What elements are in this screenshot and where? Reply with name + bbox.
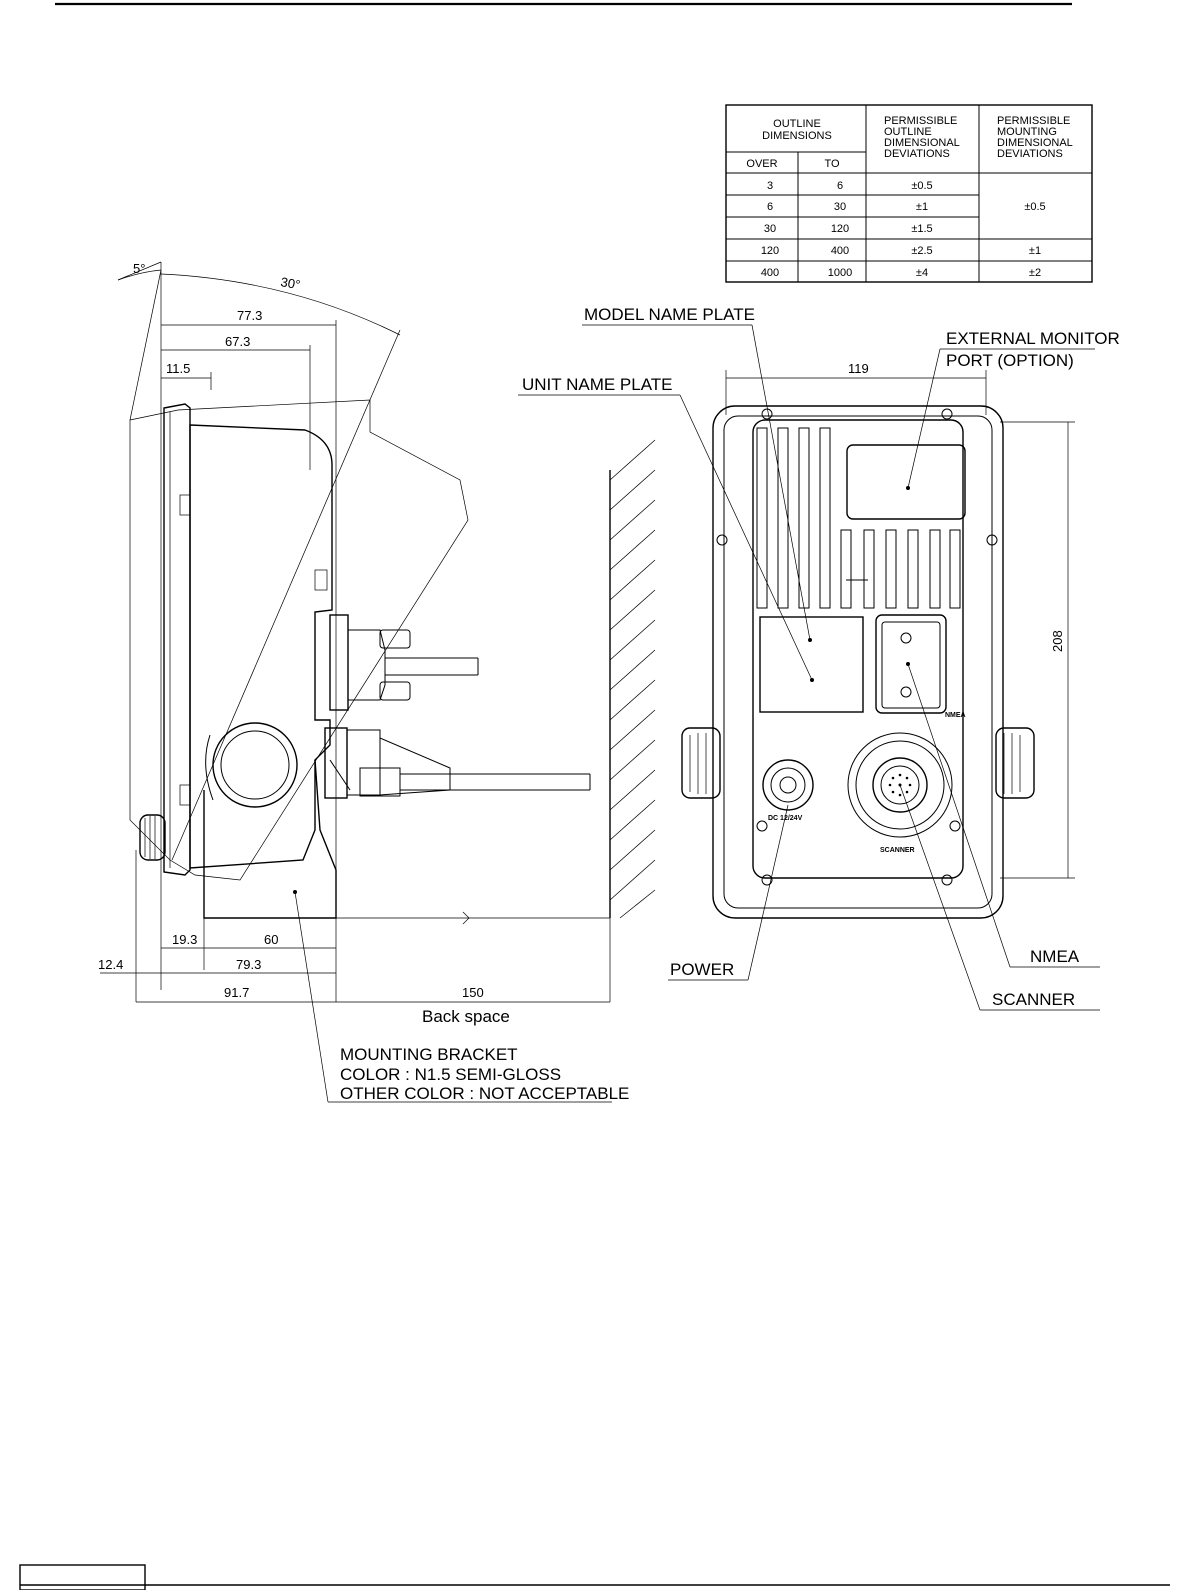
tbl-r5-to: 1000 xyxy=(828,267,852,279)
tbl-r3-over: 30 xyxy=(764,223,776,235)
tbl-r1-over: 3 xyxy=(767,180,773,192)
rear-housing-inner xyxy=(752,419,964,879)
tbl-row-3: 30 120 ±1.5 xyxy=(764,223,933,235)
tbl-mdev-h4: DEVIATIONS xyxy=(997,148,1063,160)
bracket-knob xyxy=(212,722,298,808)
external-monitor-port xyxy=(846,444,966,520)
tbl-r5-over: 400 xyxy=(761,267,779,279)
dim-67-3: 67.3 xyxy=(225,334,250,349)
tbl-mdev-r5: ±2 xyxy=(1029,267,1041,279)
tbl-row-2: 6 30 ±1 xyxy=(767,201,928,213)
bracket-note-3: OTHER COLOR : NOT ACCEPTABLE xyxy=(340,1084,629,1103)
unit-name-plate-label: UNIT NAME PLATE xyxy=(522,375,673,394)
tbl-mdev-r4: ±1 xyxy=(1029,245,1041,257)
tbl-outline-h2: DIMENSIONS xyxy=(762,130,832,142)
rear-housing-outer xyxy=(712,405,1004,919)
external-monitor-label-1: EXTERNAL MONITOR xyxy=(946,329,1120,348)
wall-hatching xyxy=(609,439,656,919)
tolerance-table: OUTLINE DIMENSIONS OVER TO PERMISSIBLE O… xyxy=(725,104,1093,283)
tbl-mdev-merged: ±0.5 xyxy=(1024,201,1045,213)
rear-view: 119 208 xyxy=(518,305,1120,1011)
unit-name-plate xyxy=(759,616,864,713)
scanner-connector xyxy=(847,732,953,838)
side-view: 5° 30° 77.3 67.3 11.5 xyxy=(98,261,656,1103)
tbl-odev-h4: DEVIATIONS xyxy=(884,148,950,160)
tbl-row-1: 3 6 ±0.5 xyxy=(767,180,933,192)
tbl-r1-odev: ±0.5 xyxy=(911,180,932,192)
nmea-small-label: NMEA xyxy=(945,712,966,719)
tbl-mdev-h3: DIMENSIONAL xyxy=(997,137,1073,149)
knob xyxy=(139,814,166,861)
housing-screws xyxy=(716,408,998,886)
tbl-over-h: OVER xyxy=(746,158,777,170)
dim-208: 208 xyxy=(1050,630,1065,652)
model-name-plate-label: MODEL NAME PLATE xyxy=(584,305,755,324)
angle-30-label: 30° xyxy=(279,274,301,292)
tbl-odev-h2: OUTLINE xyxy=(884,126,932,138)
tbl-row-4: 120 400 ±2.5 xyxy=(761,245,933,257)
dim-91-7: 91.7 xyxy=(224,985,249,1000)
dc-small-label: DC 12/24V xyxy=(768,815,803,822)
bracket-knob-right xyxy=(995,727,1035,799)
dim-60: 60 xyxy=(264,932,278,947)
dim-11-5: 11.5 xyxy=(166,361,190,376)
power-label: POWER xyxy=(670,960,734,979)
tbl-r3-odev: ±1.5 xyxy=(911,223,932,235)
dim-79-3: 79.3 xyxy=(236,957,261,972)
main-body xyxy=(189,424,333,869)
power-connector xyxy=(762,759,814,811)
scanner-label: SCANNER xyxy=(992,990,1075,1009)
bracket-knob-left xyxy=(681,727,721,799)
dim-12-4: 12.4 xyxy=(98,957,123,972)
tbl-outline-h1: OUTLINE xyxy=(773,118,821,130)
tbl-mdev-h2: MOUNTING xyxy=(997,126,1057,138)
external-monitor-label-2: PORT (OPTION) xyxy=(946,351,1074,370)
back-space-label: Back space xyxy=(422,1007,510,1026)
tbl-r3-to: 120 xyxy=(831,223,849,235)
bracket-note-2: COLOR : N1.5 SEMI-GLOSS xyxy=(340,1065,561,1084)
page-number-box xyxy=(19,1564,146,1590)
tbl-r2-over: 6 xyxy=(767,201,773,213)
tbl-r1-to: 6 xyxy=(837,180,843,192)
scanner-small-label: SCANNER xyxy=(880,847,915,854)
dim-119: 119 xyxy=(848,361,869,376)
upper-connector xyxy=(329,614,349,711)
tbl-r5-odev: ±4 xyxy=(916,267,928,279)
scanner-pins xyxy=(888,773,912,797)
tbl-row-5: 400 1000 ±4 xyxy=(761,267,928,279)
bracket-note-1: MOUNTING BRACKET xyxy=(340,1045,518,1064)
tbl-to-h: TO xyxy=(824,158,840,170)
tbl-r2-to: 30 xyxy=(834,201,846,213)
nmea-label: NMEA xyxy=(1030,947,1080,966)
tbl-mdev-h1: PERMISSIBLE xyxy=(997,115,1070,127)
front-bezel xyxy=(163,403,191,876)
mounting-bracket xyxy=(203,759,337,919)
dim-19-3: 19.3 xyxy=(172,932,197,947)
tbl-r4-odev: ±2.5 xyxy=(911,245,932,257)
tbl-r4-over: 120 xyxy=(761,245,779,257)
nmea-connector xyxy=(875,614,947,714)
dim-150: 150 xyxy=(462,985,484,1000)
tbl-r4-to: 400 xyxy=(831,245,849,257)
tbl-odev-h1: PERMISSIBLE xyxy=(884,115,957,127)
tbl-odev-h3: DIMENSIONAL xyxy=(884,137,960,149)
dim-77-3: 77.3 xyxy=(237,308,262,323)
tilted-outline xyxy=(129,399,469,881)
tbl-r2-odev: ±1 xyxy=(916,201,928,213)
angle-5-label: 5° xyxy=(133,261,145,276)
